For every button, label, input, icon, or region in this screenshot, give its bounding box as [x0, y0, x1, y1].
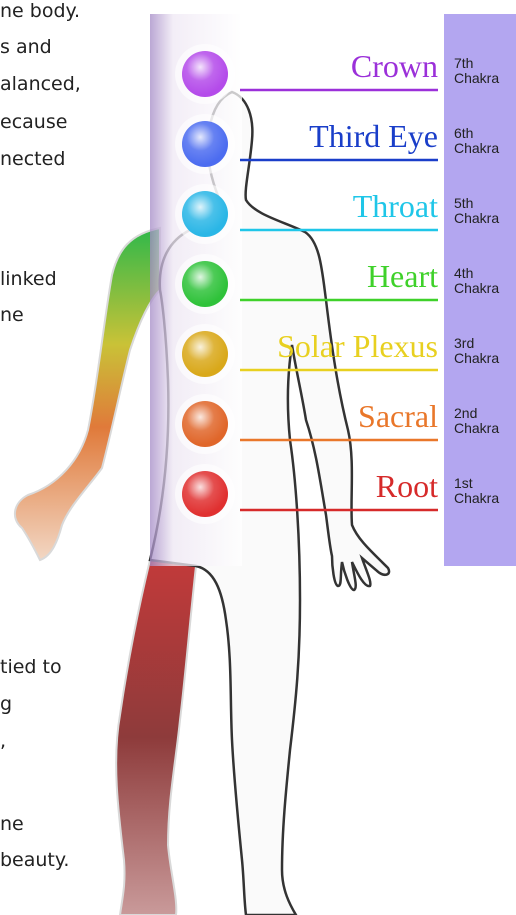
- chakra-label-root: Root: [376, 470, 438, 502]
- orb-shine-crown: [182, 51, 228, 97]
- chakra-label-sacral: Sacral: [358, 400, 438, 432]
- orb-shine-sacral: [182, 401, 228, 447]
- chakra-label-solar-plexus: Solar Plexus: [277, 330, 438, 362]
- chakra-label-crown: Crown: [351, 50, 438, 82]
- ordinal-number: 6th: [454, 126, 499, 141]
- chakra-label-throat: Throat: [353, 190, 438, 222]
- ordinal-word: Chakra: [454, 211, 499, 226]
- ordinal-word: Chakra: [454, 421, 499, 436]
- orb-shine-solar-plexus: [182, 331, 228, 377]
- ordinal-number: 2nd: [454, 406, 499, 421]
- figure-left-arm: [15, 228, 160, 560]
- ordinal-number: 4th: [454, 266, 499, 281]
- chakra-label-heart: Heart: [367, 260, 438, 292]
- ordinal-number: 1st: [454, 476, 499, 491]
- orb-shine-third-eye: [182, 121, 228, 167]
- chakra-label-third-eye: Third Eye: [309, 120, 438, 152]
- ordinal-word: Chakra: [454, 141, 499, 156]
- figure-left-leg: [116, 560, 196, 915]
- ordinal-number: 7th: [454, 56, 499, 71]
- ordinal-number: 3rd: [454, 336, 499, 351]
- ordinal-word: Chakra: [454, 281, 499, 296]
- orb-shine-root: [182, 471, 228, 517]
- ordinal-number: 5th: [454, 196, 499, 211]
- ordinal-word: Chakra: [454, 351, 499, 366]
- ordinal-word: Chakra: [454, 71, 499, 86]
- ordinal-word: Chakra: [454, 491, 499, 506]
- orb-shine-heart: [182, 261, 228, 307]
- orb-shine-throat: [182, 191, 228, 237]
